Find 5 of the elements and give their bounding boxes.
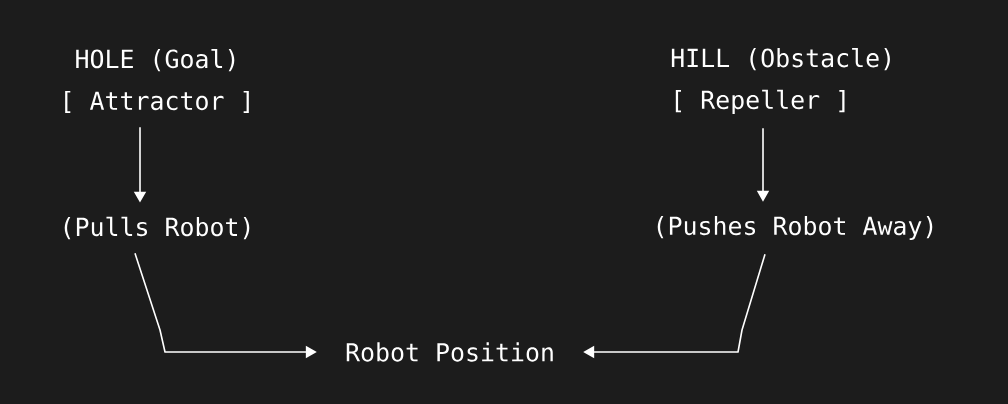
node-text: HOLE (Goal) [ Attractor ] [65,48,249,114]
node-text: HILL (Obstacle) [ Repeller ] [671,47,890,115]
node-text: Robot Position [346,342,553,362]
node-text: (Pulls Robot) [64,216,250,240]
node-text: (Pushes Robot Away) [657,215,933,241]
